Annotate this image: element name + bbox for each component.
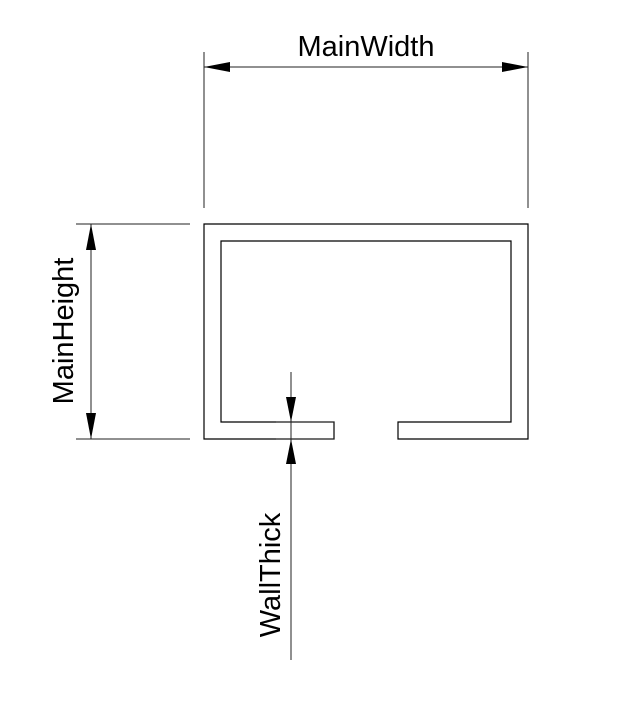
arrowhead-left [204, 62, 230, 72]
arrowhead-top [286, 397, 296, 422]
main-width-dimension: MainWidth [203, 31, 529, 208]
profile-outline [203, 223, 529, 440]
arrowhead-bottom [86, 413, 96, 439]
main-width-label: MainWidth [298, 31, 435, 63]
wall-thick-label: WallThick [255, 512, 287, 637]
c-channel-profile [203, 223, 529, 440]
arrowhead-top [86, 224, 96, 250]
main-height-label: MainHeight [48, 258, 80, 405]
arrowhead-bottom [286, 439, 296, 464]
arrowhead-right [502, 62, 528, 72]
wall-thick-dimension: WallThick [255, 372, 334, 660]
main-height-dimension: MainHeight [48, 223, 190, 440]
